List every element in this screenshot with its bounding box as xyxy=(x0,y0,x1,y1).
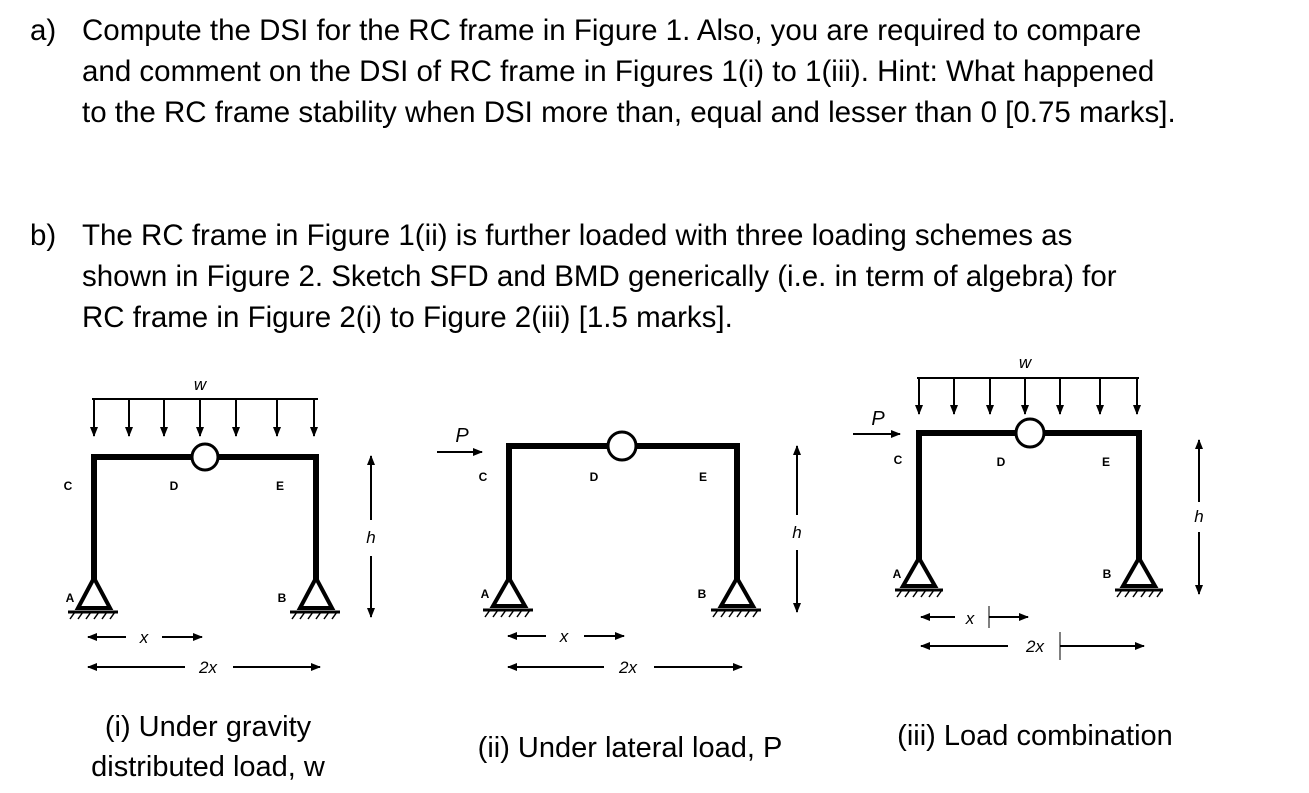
height-label: h xyxy=(1194,507,1203,526)
2x-label: 2x xyxy=(198,658,217,677)
node-a-label: A xyxy=(893,567,902,581)
node-d-label: D xyxy=(997,455,1006,469)
figure-1-caption: (i) Under gravity distributed load, w xyxy=(78,707,338,787)
hinge-d xyxy=(1014,417,1046,449)
hinge-d xyxy=(606,430,638,462)
node-d-label: D xyxy=(170,479,179,493)
figure-1: w C D E A B h x xyxy=(64,375,376,677)
caption-line: (ii) Under lateral load, P xyxy=(477,732,783,764)
caption-line: (i) Under gravity xyxy=(104,711,312,743)
question-a-line: and comment on the DSI of RC frame in Fi… xyxy=(82,55,1155,88)
question-b-line: The RC frame in Figure 1(ii) is further … xyxy=(82,219,1073,252)
question-a-text: Compute the DSI for the RC frame in Figu… xyxy=(82,10,1309,133)
height-label: h xyxy=(792,523,801,542)
height-label: h xyxy=(366,528,375,547)
figure-2-caption: (ii) Under lateral load, P xyxy=(440,728,820,768)
node-c-label: C xyxy=(64,479,73,493)
pin-support-b xyxy=(711,573,761,618)
node-e-label: E xyxy=(1102,455,1110,469)
distributed-load xyxy=(90,398,318,437)
x-label: x xyxy=(139,628,149,647)
2x-label: 2x xyxy=(1025,637,1044,656)
pin-support-b xyxy=(290,573,340,620)
pin-support-a xyxy=(483,573,533,618)
pin-support-b xyxy=(1115,553,1163,598)
figure-3: w P C D E A B h x xyxy=(853,353,1204,660)
node-b-label: B xyxy=(278,591,287,605)
question-a-line: Compute the DSI for the RC frame in Figu… xyxy=(82,14,1142,47)
load-w-label: w xyxy=(194,375,208,394)
question-a-line: to the RC frame stability when DSI more … xyxy=(82,96,1176,129)
question-b-text: The RC frame in Figure 1(ii) is further … xyxy=(82,215,1309,338)
question-a-letter: a) xyxy=(30,14,57,47)
figure-3-caption: (iii) Load combination xyxy=(860,716,1210,756)
node-b-label: B xyxy=(1103,567,1112,581)
pin-support-a xyxy=(68,573,118,620)
node-a-label: A xyxy=(66,591,75,605)
rc-frame xyxy=(916,417,1142,560)
pin-support-a xyxy=(895,553,943,598)
question-b-line: shown in Figure 2. Sketch SFD and BMD ge… xyxy=(82,260,1117,293)
node-d-label: D xyxy=(590,470,599,484)
distributed-load xyxy=(915,377,1141,415)
figure-2: P C D E A B h x 2x xyxy=(437,425,802,677)
node-b-label: B xyxy=(698,587,707,601)
question-b-line: RC frame in Figure 2(i) to Figure 2(iii)… xyxy=(82,301,733,334)
node-e-label: E xyxy=(699,470,707,484)
node-c-label: C xyxy=(894,453,903,467)
load-p-label: P xyxy=(871,408,885,430)
x-label: x xyxy=(965,609,975,628)
question-a: a) Compute the DSI for the RC frame in F… xyxy=(30,10,1300,140)
node-e-label: E xyxy=(276,479,284,493)
2x-label: 2x xyxy=(618,658,637,677)
load-p-label: P xyxy=(455,425,469,447)
caption-line: distributed load, w xyxy=(91,751,325,783)
hinge-d xyxy=(190,442,220,472)
question-b: b) The RC frame in Figure 1(ii) is furth… xyxy=(30,215,1300,345)
node-a-label: A xyxy=(481,587,490,601)
x-label: x xyxy=(559,627,569,646)
rc-frame xyxy=(91,442,319,580)
node-c-label: C xyxy=(479,470,488,484)
rc-frame xyxy=(506,430,740,580)
question-b-letter: b) xyxy=(30,219,57,252)
load-w-label: w xyxy=(1019,353,1033,372)
caption-line: (iii) Load combination xyxy=(897,720,1173,752)
